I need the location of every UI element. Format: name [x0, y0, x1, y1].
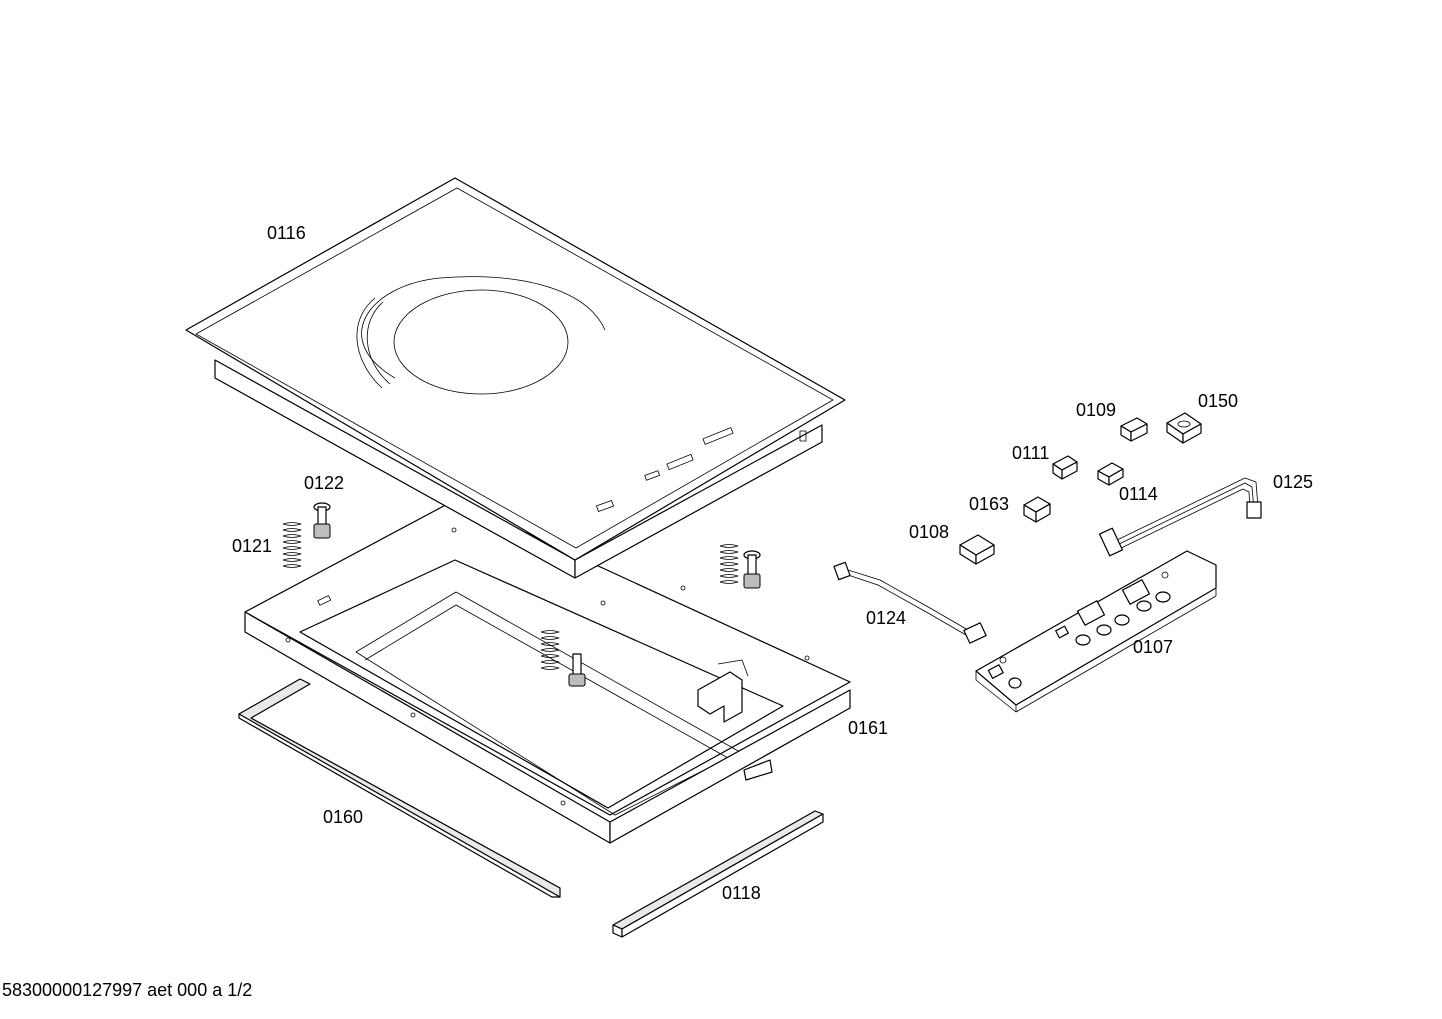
- part-0163: [1023, 496, 1051, 523]
- label-0114: 0114: [1119, 484, 1158, 504]
- label-0109: 0109: [1076, 400, 1116, 420]
- part-0125-wire: [1098, 477, 1262, 557]
- label-0118: 0118: [722, 883, 761, 903]
- document-id-footer: 58300000127997 aet 000 a 1/2: [2, 980, 253, 1000]
- label-0125: 0125: [1273, 472, 1313, 492]
- label-0161: 0161: [848, 718, 888, 738]
- spring-0121-center: [540, 630, 560, 670]
- label-0160: 0160: [323, 807, 363, 827]
- part-0116-hob: [185, 177, 846, 579]
- bolt-0122-left: [313, 502, 331, 539]
- part-0107-board: [975, 550, 1217, 713]
- label-0150: 0150: [1198, 391, 1238, 411]
- part-0118-strip: [612, 810, 824, 938]
- bolt-0122-center: [568, 653, 586, 687]
- spring-0121-left: [282, 522, 302, 568]
- part-0109: [1120, 417, 1148, 442]
- label-0122: 0122: [304, 473, 344, 493]
- label-0107: 0107: [1133, 637, 1173, 657]
- bolt-0122-right: [743, 550, 761, 589]
- label-0124: 0124: [866, 608, 906, 628]
- part-0160-seal: [238, 678, 561, 898]
- part-0150: [1166, 412, 1202, 444]
- spring-0121-right: [719, 544, 739, 584]
- label-0108: 0108: [909, 522, 949, 542]
- label-0163: 0163: [969, 494, 1009, 514]
- label-0121: 0121: [232, 536, 272, 556]
- part-0124-wire: [833, 561, 987, 644]
- part-0108: [959, 534, 995, 565]
- part-0114: [1097, 462, 1124, 486]
- label-0111: 0111: [1012, 443, 1049, 463]
- label-0116: 0116: [267, 223, 306, 243]
- part-0111: [1052, 455, 1078, 480]
